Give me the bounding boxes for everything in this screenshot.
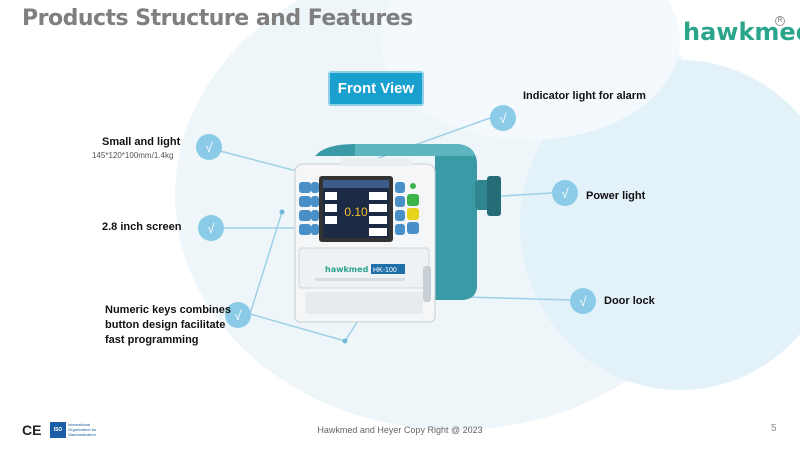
feature-small-light: Small and light: [102, 136, 181, 148]
iso-logo-text: International Organization for Standardi…: [68, 422, 97, 437]
ce-mark-icon: CE: [22, 422, 42, 438]
page-number: 5: [771, 423, 777, 434]
feature-dimensions: 145*120*100mm/1.4kg: [92, 151, 174, 160]
device-model-label: HK-100: [373, 267, 397, 274]
front-view-button[interactable]: Front View: [328, 71, 424, 106]
check-icon-numeric-keys: √: [225, 302, 251, 328]
feature-numeric-keys-line2: button design facilitate: [105, 319, 226, 331]
feature-door-lock: Door lock: [604, 295, 655, 307]
screen-rate-value: 0.10: [344, 205, 368, 219]
feature-screen: 2.8 inch screen: [102, 221, 182, 233]
check-icon-screen: √: [198, 215, 224, 241]
check-icon-door-lock: √: [570, 288, 596, 314]
feature-numeric-keys-line3: fast programming: [105, 334, 199, 346]
iso-logo-icon: ISO: [50, 422, 66, 438]
feature-numeric-keys: Numeric keys combines button design faci…: [105, 303, 231, 348]
feature-numeric-keys-line1: Numeric keys combines: [105, 304, 231, 316]
registered-mark: R: [775, 16, 785, 26]
feature-power-light: Power light: [586, 190, 646, 202]
check-icon-power: √: [552, 180, 578, 206]
check-icon-small-light: √: [196, 134, 222, 160]
feature-alarm-light: Indicator light for alarm: [523, 90, 646, 102]
device-brand-label: hawkmed: [325, 265, 369, 274]
footer-copyright: Hawkmed and Heyer Copy Right @ 2023: [317, 425, 483, 435]
page-title: Products Structure and Features: [22, 6, 413, 31]
infusion-pump-image: 0.10 hawkmed HK-100: [294, 144, 501, 323]
check-icon-alarm: √: [490, 105, 516, 131]
